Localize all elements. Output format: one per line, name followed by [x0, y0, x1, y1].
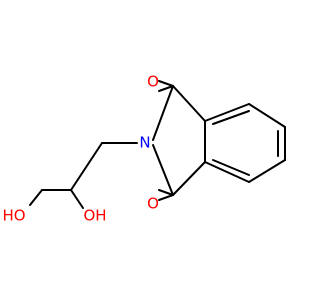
- bond-c1-c3a: [172, 85, 206, 122]
- nitrogen-label: N: [139, 134, 150, 152]
- structure-svg: O N O OH HO: [2, 73, 286, 225]
- bond-choh-oh: [70, 189, 84, 209]
- bond-benz-4: [248, 159, 286, 183]
- bond-c3-c7a: [172, 161, 206, 196]
- bond-c3-o-bottom-b: [158, 189, 174, 196]
- bond-benz-1: [204, 103, 250, 122]
- molecule-diagram: O N O OH HO: [2, 72, 286, 225]
- hydroxyl-terminal-label: HO: [2, 207, 25, 225]
- bond-c3-o-bottom-a: [158, 194, 174, 201]
- bond-benz-5: [204, 161, 250, 183]
- hydroxyl-middle-label: OH: [83, 207, 106, 225]
- bond-benz-double-3: [212, 159, 250, 176]
- bond-c1-o-top-a: [158, 80, 174, 87]
- bond-benz-double-1: [212, 110, 250, 125]
- oxygen-bottom-label: O: [147, 195, 159, 213]
- bond-ch2oh-oh: [29, 189, 43, 206]
- bond-c1-o-top-b: [158, 85, 174, 92]
- bond-c3-n: [152, 144, 174, 196]
- bond-c1-n: [152, 85, 174, 141]
- bond-benz-2: [248, 103, 286, 128]
- bond-ch2-choh: [70, 142, 103, 191]
- oxygen-top-label: O: [147, 73, 159, 91]
